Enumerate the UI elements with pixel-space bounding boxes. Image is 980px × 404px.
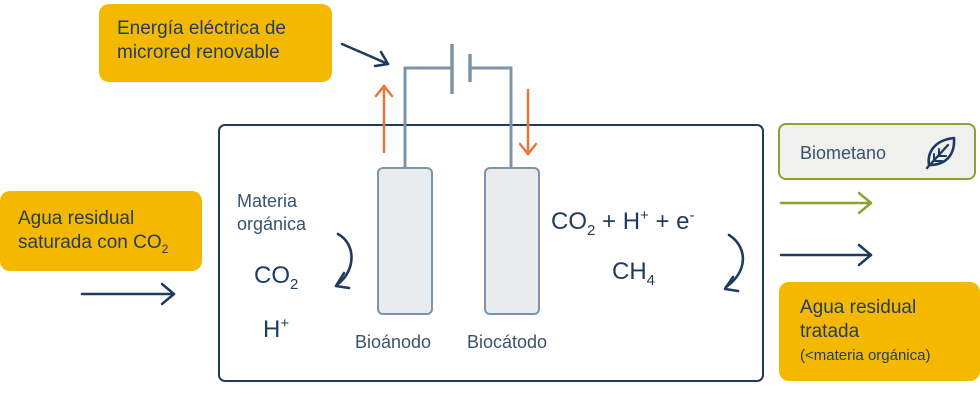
energy-arrow [340,42,390,68]
organic-line-1: Materia [237,191,298,211]
biomethane-box: Biometano [778,123,976,180]
treated-line-3: (<materia orgánica) [800,347,931,364]
biomethane-label: Biometano [800,143,887,163]
inflow-line-1: Agua residual [18,208,135,229]
treated-water-label: Agua residual tratada (<materia orgánica… [779,282,980,381]
energy-line-1: Energía eléctrica de [117,18,286,39]
co2-anode-label: CO2 [254,262,299,293]
energy-line-2: microred renovable [117,42,280,63]
methane-label: CH4 [612,258,656,289]
inflow-line-2: saturada con CO2 [18,232,169,256]
energy-source-label: Energía eléctrica de microred renovable [99,4,332,82]
current-down-arrow [518,88,538,156]
biomethane-output-arrow [779,191,873,215]
bioanode-label: Bioánodo [355,332,432,352]
inflow-label: Agua residual saturada con CO2 [0,191,202,271]
treated-line-1: Agua residual [800,297,917,318]
current-up-arrow [374,84,394,154]
cathode-reaction-arrow [723,233,745,293]
treated-line-2: tratada [800,321,860,342]
anode-reaction-arrow [334,232,353,290]
organic-line-2: orgánica [237,214,307,234]
reactor-tank [218,124,764,382]
cathode-reaction-label: CO2 + H+ + e- [551,207,695,239]
biocathode-label: Biocátodo [467,332,548,352]
inflow-arrow [80,282,176,306]
water-output-arrow [779,243,873,267]
circuit-wire [403,66,513,168]
proton-label: H+ [263,315,290,343]
organic-matter-label: Materia orgánica [237,190,306,236]
leaf-icon [925,136,956,170]
